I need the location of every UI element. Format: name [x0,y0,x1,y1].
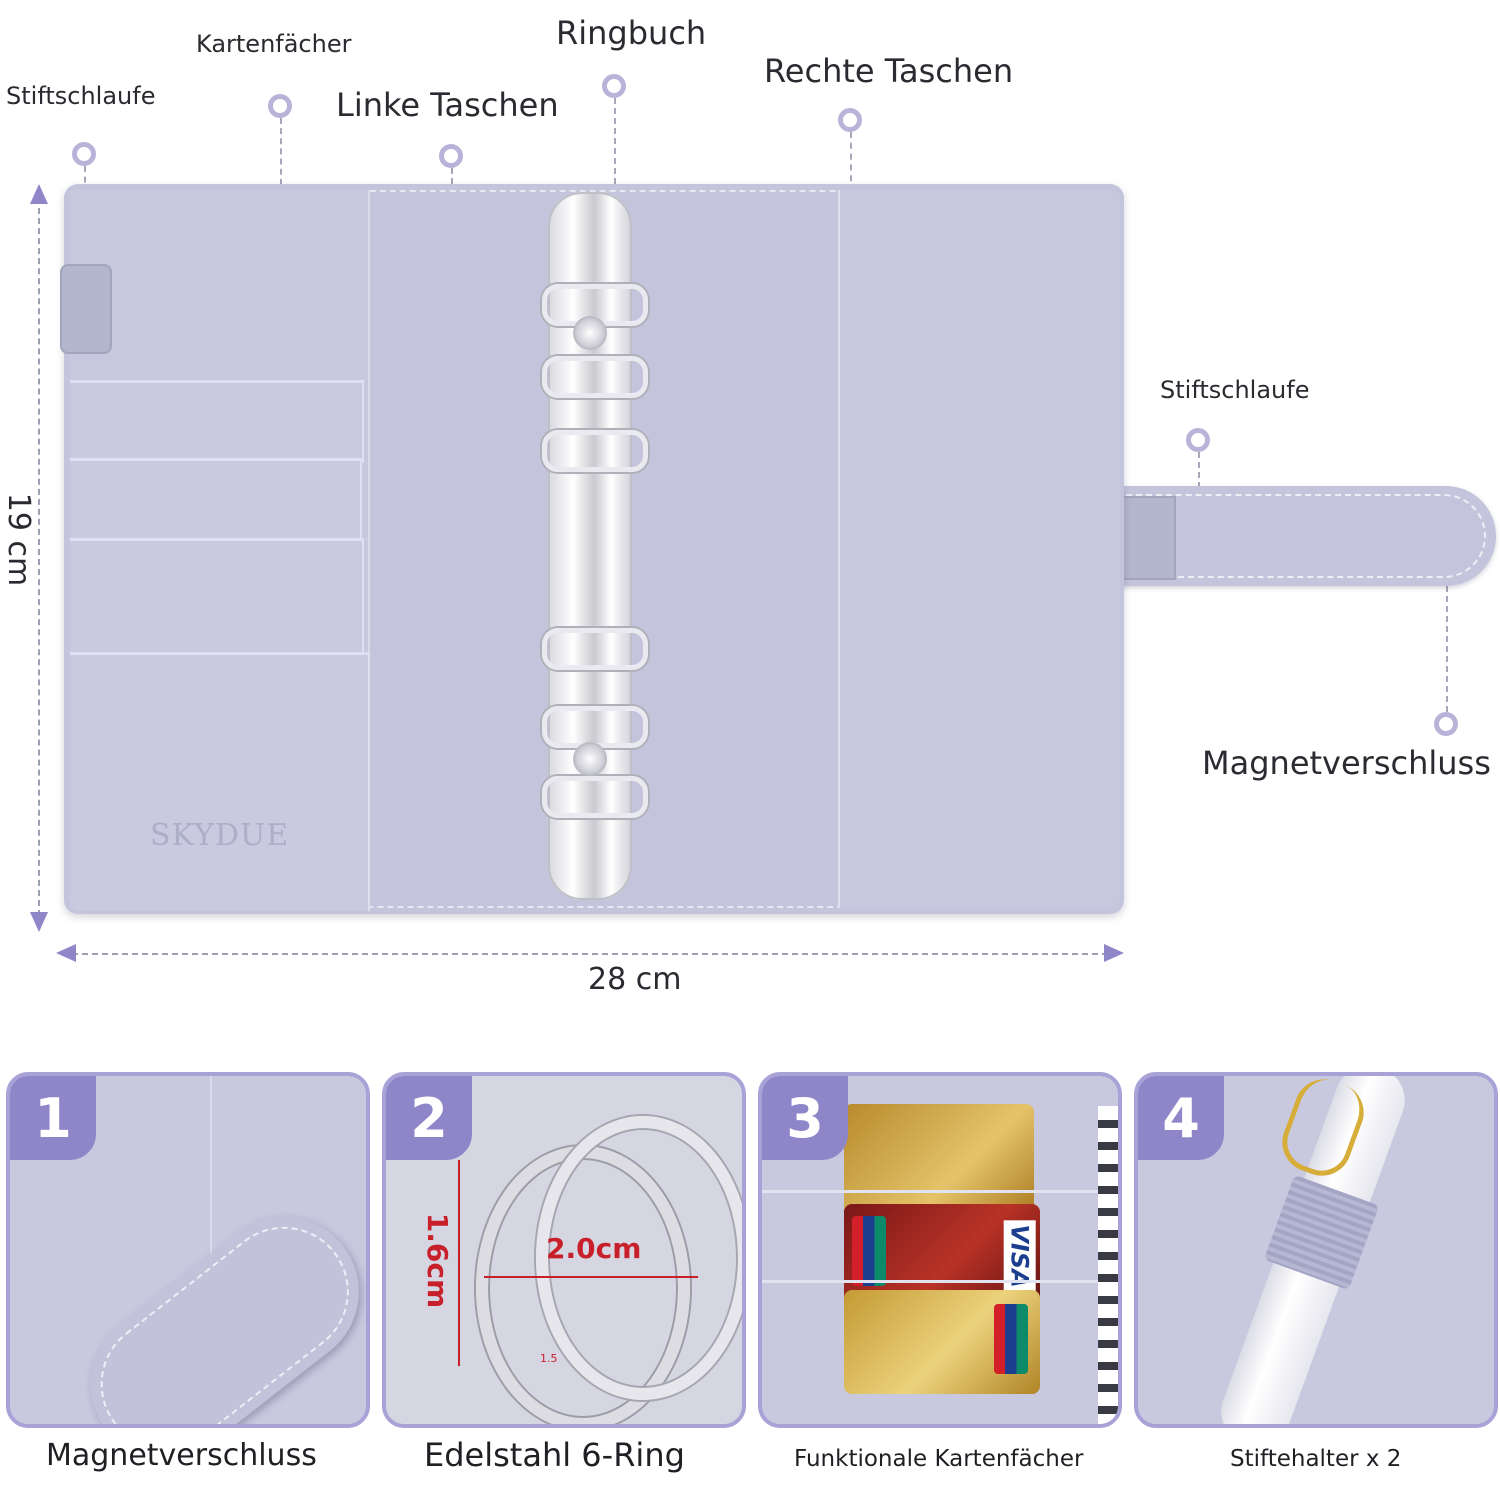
card-gold-2 [844,1290,1040,1394]
leader-magnetverschluss [1446,566,1448,712]
pin-kartenfaecher [268,94,292,118]
arrow-left [56,944,76,962]
arrow-up [30,184,48,204]
rivet-top [573,316,607,350]
feature-panel-3: VISA 3 [758,1072,1122,1428]
card-gold-1 [844,1104,1034,1220]
ring-mechanism [548,192,632,900]
label-kartenfaecher: Kartenfächer [196,30,352,58]
dimension-line-vertical [38,198,40,916]
feature-number-1: 1 [10,1076,96,1160]
closure-tab-closeup [60,1186,366,1424]
arrow-right [1104,944,1124,962]
feature-number-4: 4 [1138,1076,1224,1160]
arrow-down [30,912,48,932]
right-pocket [838,190,1120,908]
label-stiftschlaufe-left: Stiftschlaufe [6,82,156,110]
feature-panel-1: 1 [6,1072,370,1428]
caption-panel-4: Stiftehalter x 2 [1230,1446,1402,1472]
feature-panel-2: 1.6cm 2.0cm 1.5 2 [382,1072,746,1428]
ring-width-label: 2.0cm [546,1232,642,1265]
dimension-width: 28 cm [588,962,682,997]
ring-small-label: 1.5 [540,1352,558,1365]
dimension-line-horizontal [72,953,1108,955]
card-slot-2 [70,458,362,547]
pen-loop-left [60,264,112,354]
brand-logo: SKYDUE [150,818,290,853]
label-stiftschlaufe-right: Stiftschlaufe [1160,376,1310,404]
pin-magnetverschluss [1434,712,1458,736]
unionpay-logo-2 [994,1304,1028,1374]
label-linke-taschen: Linke Taschen [336,86,559,124]
pin-stiftschlaufe-left [72,142,96,166]
label-rechte-taschen: Rechte Taschen [764,52,1014,90]
pen-loop-right [1116,496,1176,580]
leader-ringbuch [614,98,616,194]
feature-number-2: 2 [386,1076,472,1160]
ring-6 [542,776,648,818]
pin-rechte-taschen [838,108,862,132]
dimension-height: 19 cm [1,492,37,587]
pin-linke-taschen [439,144,463,168]
left-pocket [70,652,370,911]
ring-3 [542,430,648,472]
ring-height-label: 1.6cm [421,1212,455,1309]
ring-2 [542,356,648,398]
card-slot-1 [70,380,364,463]
pin-ringbuch [602,74,626,98]
caption-panel-3: Funktionale Kartenfächer [794,1446,1084,1472]
ring-5 [542,706,648,748]
label-magnetverschluss: Magnetverschluss [1202,744,1491,782]
label-ringbuch: Ringbuch [556,14,707,52]
leader-rechte-taschen [850,132,852,192]
pen-loop-elastic [1263,1174,1380,1291]
ring-4 [542,628,648,670]
unionpay-logo [852,1216,886,1286]
pin-stiftschlaufe-right [1186,428,1210,452]
feature-number-3: 3 [762,1076,848,1160]
caption-panel-2: Edelstahl 6-Ring [424,1436,685,1474]
magnetic-tab [1116,486,1496,586]
caption-panel-1: Magnetverschluss [46,1438,317,1473]
rivet-bottom [573,742,607,776]
feature-panel-4: 4 [1134,1072,1498,1428]
card-slot-3 [70,538,364,671]
